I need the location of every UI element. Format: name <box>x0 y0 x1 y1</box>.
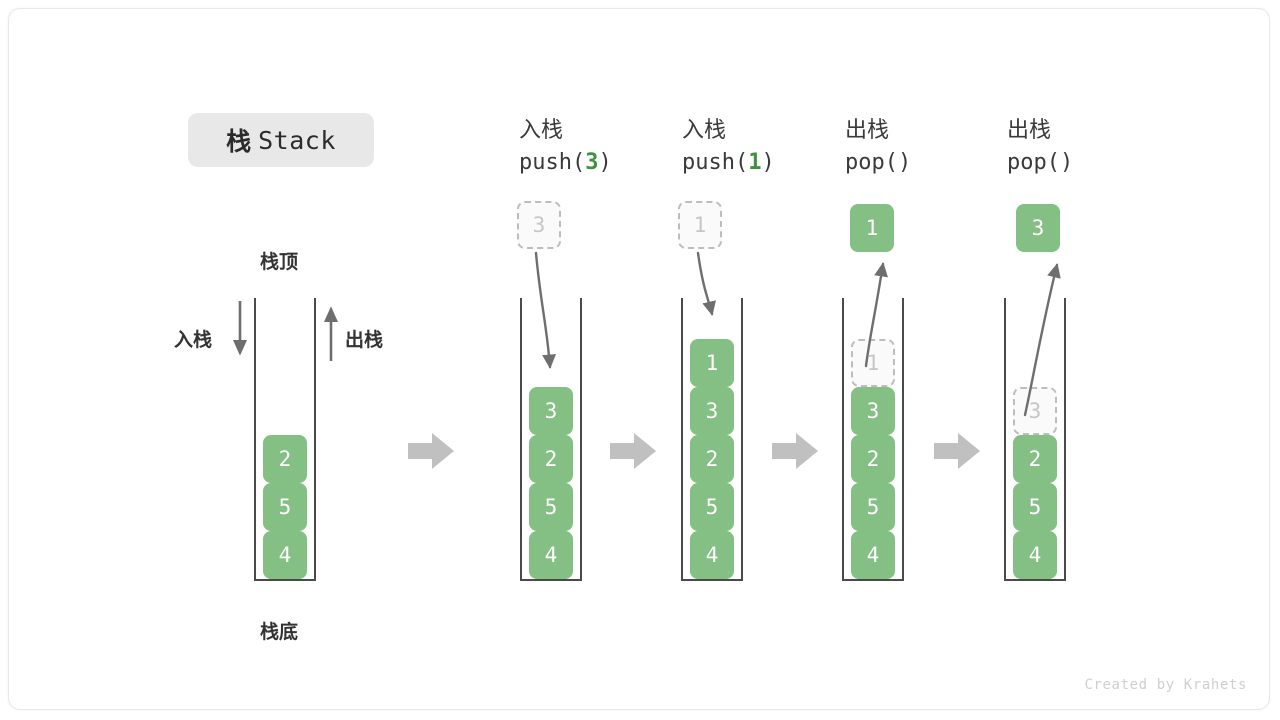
stack-slot: 2 <box>690 435 734 483</box>
transition-arrow-1 <box>408 433 454 469</box>
stack-slot: 4 <box>851 531 895 579</box>
stack-wall-left <box>1004 298 1006 581</box>
stack-slot: 4 <box>263 531 307 579</box>
stack-slot <box>263 387 307 435</box>
stack-wall-left <box>520 298 522 581</box>
header-code: pop() <box>845 146 911 179</box>
code-pre: pop( <box>1007 150 1060 175</box>
stack-slot: 5 <box>1013 483 1057 531</box>
stack-slot: 2 <box>1013 435 1057 483</box>
stack-slot: 2 <box>529 435 573 483</box>
column-header-pop1: 出栈 pop() <box>845 113 911 179</box>
stack-column-initial: 2 5 4 <box>254 298 316 581</box>
stack-wall-left <box>254 298 256 581</box>
code-post: ) <box>761 150 775 175</box>
stack-wall-right <box>1064 298 1066 581</box>
stack-slot: 4 <box>529 531 573 579</box>
header-cn: 出栈 <box>1007 117 1052 142</box>
stack-slot: 3 <box>529 387 573 435</box>
code-arg: 3 <box>585 150 599 175</box>
diagram-stage: 栈 Stack 入栈 push(3) 入栈 push(1) 出栈 pop() 出… <box>9 9 1269 709</box>
header-cn: 入栈 <box>682 117 727 142</box>
stack-slot: 1 <box>690 339 734 387</box>
title-en: Stack <box>258 125 336 155</box>
stack-slots: 2 5 4 <box>254 291 316 579</box>
stack-floor <box>842 579 904 581</box>
stack-slot: 2 <box>851 435 895 483</box>
column-header-pop3: 出栈 pop() <box>1007 113 1073 179</box>
header-code: pop() <box>1007 146 1073 179</box>
code-pre: push( <box>519 150 586 175</box>
stack-slot: 5 <box>851 483 895 531</box>
stack-slot <box>529 339 573 387</box>
title-badge: 栈 Stack <box>188 113 374 167</box>
stack-wall-right <box>580 298 582 581</box>
stack-column-pop3: 3 2 5 4 <box>1004 298 1066 581</box>
stack-slot <box>263 291 307 339</box>
stack-slots: 1 3 2 5 4 <box>681 291 743 579</box>
stack-wall-right <box>902 298 904 581</box>
code-arg: 1 <box>748 150 762 175</box>
stack-wall-right <box>741 298 743 581</box>
header-code: push(1) <box>682 146 775 179</box>
push-source-cell-1: 1 <box>678 201 722 249</box>
stack-slot: 5 <box>690 483 734 531</box>
stack-slot: 1 <box>851 339 895 387</box>
transition-arrow-2 <box>610 433 656 469</box>
code-post: ) <box>1059 150 1074 175</box>
stack-slot: 3 <box>690 387 734 435</box>
stack-slot <box>529 291 573 339</box>
header-cn: 出栈 <box>845 117 890 142</box>
code-post: ) <box>598 150 612 175</box>
stack-slot <box>263 339 307 387</box>
stack-slot: 3 <box>1013 387 1057 435</box>
stack-column-pop1: 1 3 2 5 4 <box>842 298 904 581</box>
pop-result-cell-3: 3 <box>1016 204 1060 252</box>
credit-text: Created by Krahets <box>1084 677 1247 693</box>
stack-slots: 3 2 5 4 <box>1004 291 1066 579</box>
stack-slot: 5 <box>263 483 307 531</box>
stack-slot <box>1013 291 1057 339</box>
code-pre: push( <box>682 150 749 175</box>
stack-slot: 3 <box>851 387 895 435</box>
stack-floor <box>520 579 582 581</box>
diagram-card: 栈 Stack 入栈 push(3) 入栈 push(1) 出栈 pop() 出… <box>8 8 1270 710</box>
push-source-cell-3: 3 <box>517 201 561 249</box>
stack-slot <box>690 291 734 339</box>
stack-slot: 4 <box>690 531 734 579</box>
column-header-push3: 入栈 push(3) <box>519 113 612 179</box>
stack-slot: 2 <box>263 435 307 483</box>
code-post: ) <box>897 150 912 175</box>
header-code: push(3) <box>519 146 612 179</box>
stack-floor <box>681 579 743 581</box>
stack-wall-left <box>842 298 844 581</box>
stack-floor <box>1004 579 1066 581</box>
stack-floor <box>254 579 316 581</box>
code-pre: pop( <box>845 150 898 175</box>
title-cn: 栈 <box>226 128 252 156</box>
stack-top-label: 栈顶 <box>259 252 298 273</box>
pop-side-label: 出栈 <box>345 330 384 351</box>
stack-column-push1: 1 3 2 5 4 <box>681 298 743 581</box>
transition-arrow-3 <box>772 433 818 469</box>
stack-slot: 4 <box>1013 531 1057 579</box>
stack-slots: 3 2 5 4 <box>520 291 582 579</box>
pop-result-cell-1: 1 <box>850 204 894 252</box>
stack-column-push3: 3 2 5 4 <box>520 298 582 581</box>
push-side-label: 入栈 <box>174 330 213 351</box>
stack-slot: 5 <box>529 483 573 531</box>
transition-arrow-4 <box>934 433 980 469</box>
stack-slot <box>851 291 895 339</box>
stack-wall-right <box>314 298 316 581</box>
stack-slots: 1 3 2 5 4 <box>842 291 904 579</box>
stack-slot <box>1013 339 1057 387</box>
header-cn: 入栈 <box>519 117 564 142</box>
stack-wall-left <box>681 298 683 581</box>
column-header-push1: 入栈 push(1) <box>682 113 775 179</box>
stack-bottom-label: 栈底 <box>259 622 298 643</box>
